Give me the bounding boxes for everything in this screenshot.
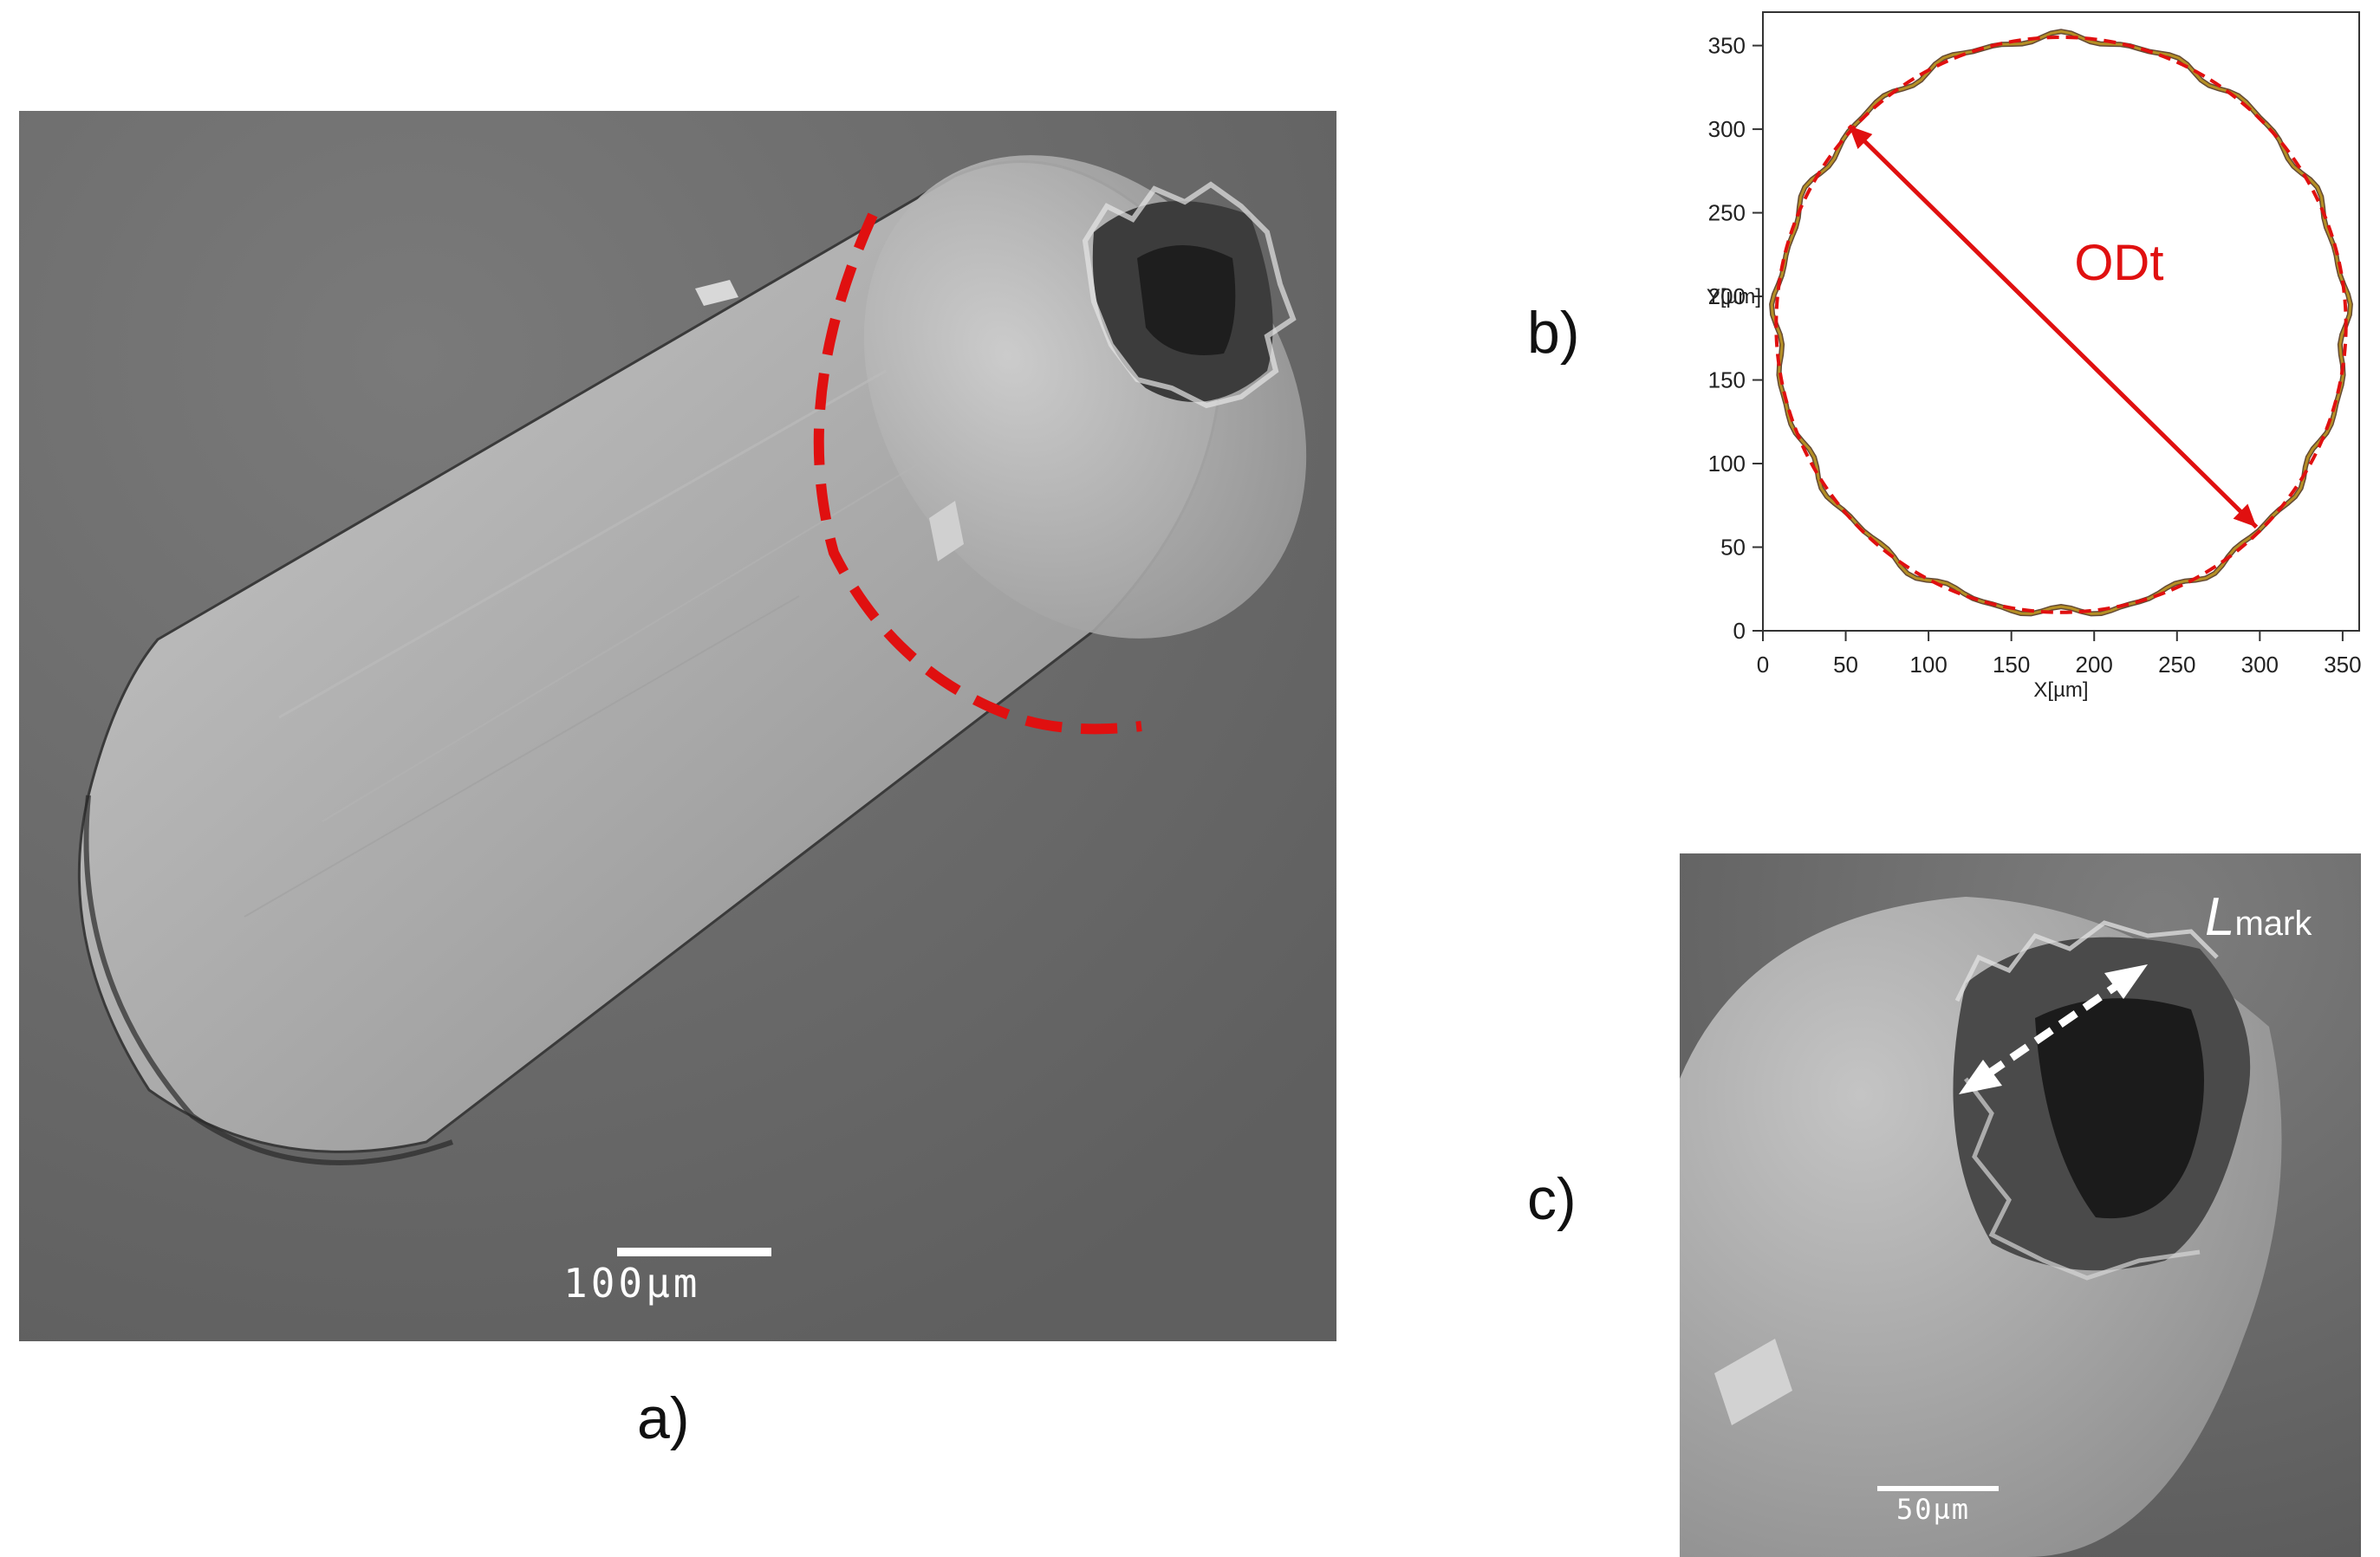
panel-label-a: a)	[637, 1385, 690, 1451]
panel-label-c: c)	[1527, 1166, 1577, 1232]
y-tick-label: 350	[1708, 33, 1746, 59]
sem-image-tip-closeup: Lmark 50µm	[1680, 853, 2361, 1557]
scale-bar-c: 50µm	[1877, 1486, 1999, 1526]
scale-bar-a: 100µm	[563, 1248, 771, 1307]
x-tick-label: 0	[1757, 652, 1769, 678]
odt-annotation: ODt	[2074, 235, 2163, 291]
x-tick-label: 350	[2324, 652, 2361, 678]
lmark-label: Lmark	[2205, 886, 2312, 948]
diameter-arrow-line	[1847, 124, 2259, 529]
y-tick-label: 300	[1708, 116, 1746, 142]
scale-bar-c-label: 50µm	[1896, 1493, 1971, 1526]
y-tick-label: 150	[1708, 367, 1746, 393]
diameter-arrow-head-end	[2233, 503, 2257, 528]
sem-image-needle: 100µm	[19, 111, 1336, 1341]
y-tick-label: 200	[1708, 283, 1746, 309]
x-tick-label: 250	[2158, 652, 2195, 678]
y-tick-label: 50	[1720, 535, 1746, 561]
y-tick-label: 100	[1708, 451, 1746, 477]
panel-label-b: b)	[1527, 300, 1580, 366]
fit-circle	[1774, 35, 2348, 614]
odt-location-dashed-arc	[813, 212, 1142, 735]
x-tick-label: 100	[1909, 652, 1947, 678]
cross-section-chart: 0 50 100 150 200 250 300 350 0 50 100 150 200 250 300 3…	[1707, 11, 2362, 702]
sem-needle-illustration	[19, 111, 1336, 1341]
x-tick-label: 50	[1833, 652, 1858, 678]
scale-bar-a-label: 100µm	[563, 1260, 701, 1307]
x-tick-label: 150	[1993, 652, 2030, 678]
diameter-arrow-head-start	[1849, 126, 1873, 150]
plot-frame	[1762, 11, 2360, 632]
y-tick-label: 250	[1708, 200, 1746, 226]
x-tick-label: 200	[2076, 652, 2113, 678]
x-tick-label: 300	[2241, 652, 2279, 678]
y-axis-label: Y[µm]	[1707, 285, 1761, 308]
lmark-label-main: L	[2205, 887, 2235, 947]
y-tick-label: 0	[1733, 618, 1746, 644]
lmark-label-sub: mark	[2234, 905, 2312, 943]
sem-tip-illustration	[1680, 853, 2361, 1557]
x-axis-label: X[µm]	[2033, 678, 2088, 702]
lmark-double-arrow	[1959, 964, 2148, 1094]
